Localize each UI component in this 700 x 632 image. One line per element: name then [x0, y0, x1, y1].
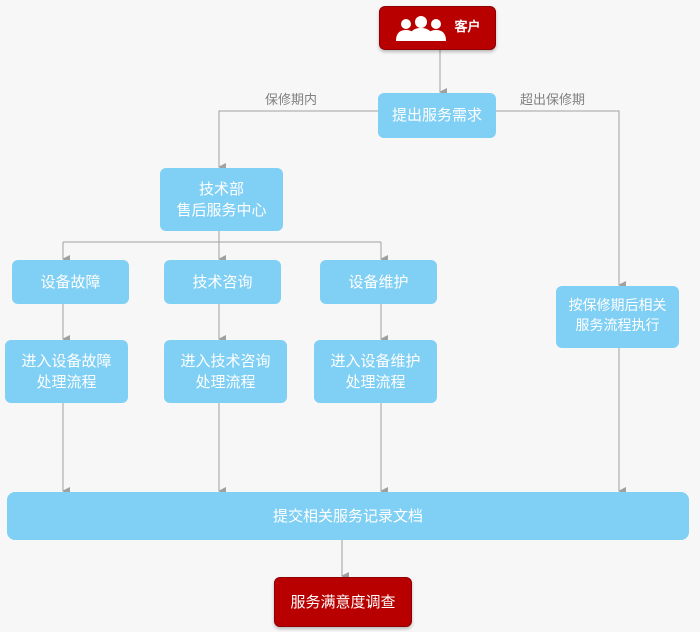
users-icon [396, 16, 447, 41]
submit-docs-node: 提交相关服务记录文档 [7, 492, 689, 540]
out-of-warranty-line1: 按保修期后相关 [568, 298, 667, 315]
maintain-label: 设备维护 [348, 272, 409, 291]
out-of-warranty-node: 按保修期后相关 服务流程执行 [556, 286, 679, 348]
maintain-node: 设备维护 [320, 260, 437, 304]
survey-label: 服务满意度调查 [290, 592, 396, 611]
edge-request-techdept [218, 110, 378, 171]
tech-dept-line2: 售后服务中心 [176, 200, 267, 219]
edge-label-in-warranty: 保修期内 [265, 93, 318, 108]
out-of-warranty-line2: 服务流程执行 [575, 318, 660, 334]
maintain-process-node: 进入设备维护 处理流程 [314, 340, 437, 403]
fault-process-line2: 处理流程 [36, 372, 97, 391]
maintain-process-line2: 处理流程 [345, 372, 406, 391]
consult-process-node: 进入技术咨询 处理流程 [164, 340, 287, 403]
edge-label-out-warranty: 超出保修期 [520, 93, 586, 108]
consult-process-line2: 处理流程 [195, 372, 256, 391]
consult-process-line1: 进入技术咨询 [180, 351, 271, 370]
submit-request-node: 提出服务需求 [378, 93, 496, 138]
customer-node: 客户 [379, 6, 496, 50]
tech-dept-node: 技术部 售后服务中心 [160, 168, 283, 231]
consult-label: 技术咨询 [192, 272, 253, 291]
consult-node: 技术咨询 [164, 260, 281, 304]
fault-node: 设备故障 [12, 260, 129, 304]
submit-docs-label: 提交相关服务记录文档 [272, 506, 423, 525]
tech-dept-line1: 技术部 [198, 179, 244, 198]
submit-request-label: 提出服务需求 [391, 106, 482, 124]
fault-process-line1: 进入设备故障 [21, 351, 112, 370]
fault-label: 设备故障 [40, 272, 101, 291]
fault-process-node: 进入设备故障 处理流程 [5, 340, 128, 403]
maintain-process-line1: 进入设备维护 [330, 351, 421, 370]
survey-node: 服务满意度调查 [274, 577, 412, 627]
customer-label: 客户 [454, 19, 481, 35]
edge-request-outwarranty [496, 110, 626, 289]
